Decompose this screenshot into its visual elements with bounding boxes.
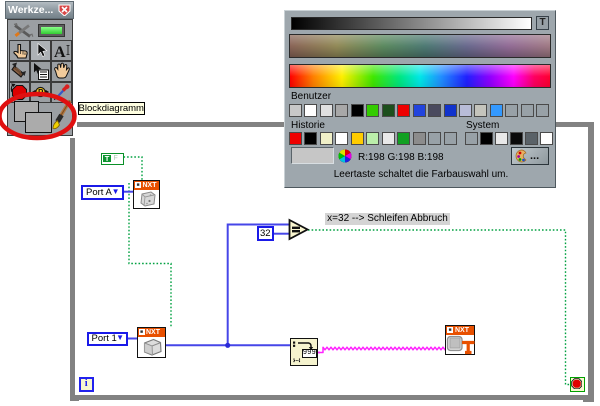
svg-text:P: P [38,88,44,97]
svg-text:A: A [54,44,66,61]
